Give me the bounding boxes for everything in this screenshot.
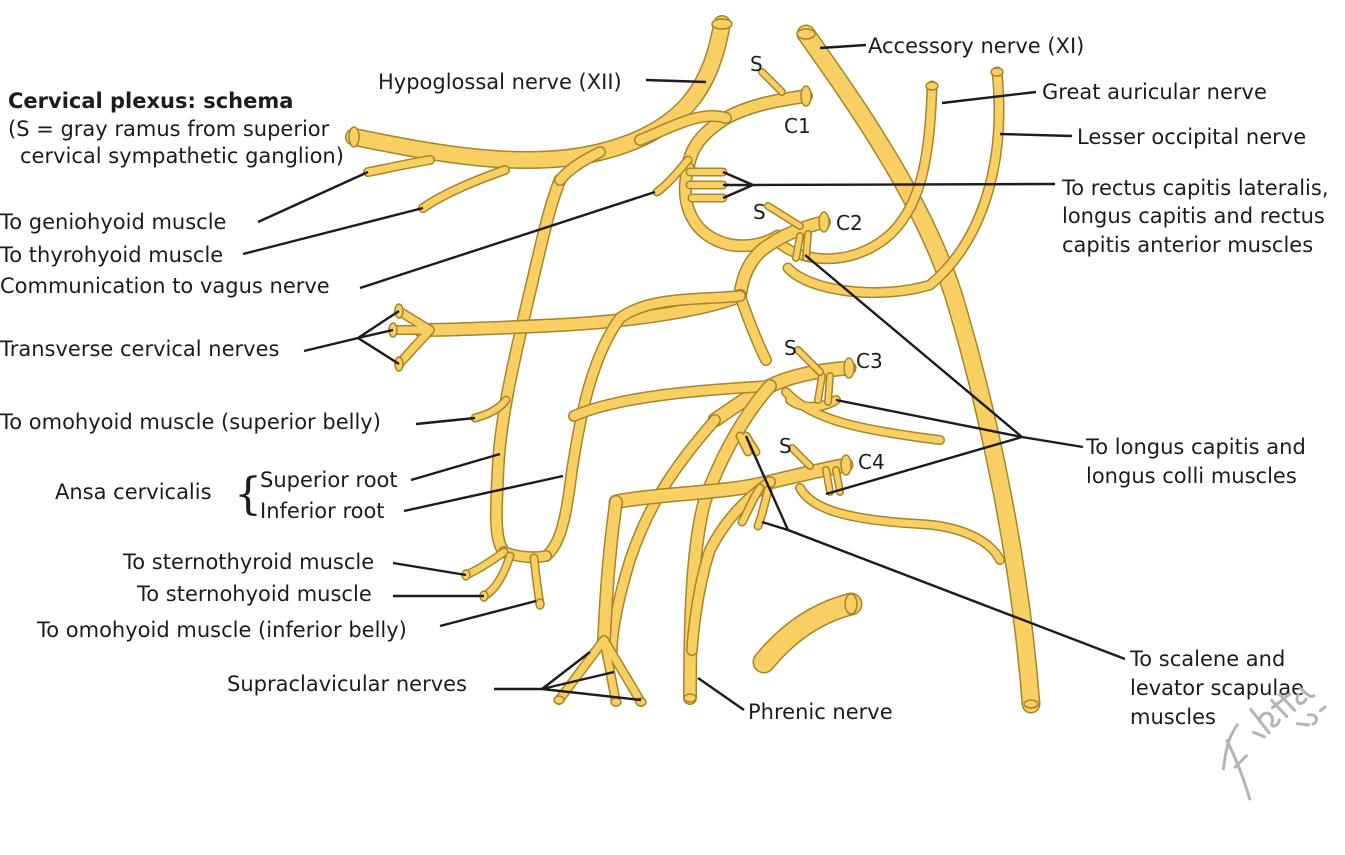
c1-to-hypoglossal (634, 110, 732, 146)
lesser-occipital-nerve (782, 66, 1005, 299)
artist-signature (1221, 686, 1327, 801)
label-inferior-root: Inferior root (260, 499, 385, 523)
subclavian-fragment (752, 592, 863, 674)
inferior-root (540, 290, 746, 562)
label-scalene-line1: To scalene and (1129, 647, 1285, 671)
label-great-auricular: Great auricular nerve (1042, 80, 1267, 104)
superior-root-origin (554, 146, 606, 186)
c2-root (733, 215, 831, 303)
label-accessory: Accessory nerve (XI) (868, 34, 1084, 58)
sternothyroid-branch (461, 547, 509, 580)
label-thyrohyoid: To thyrohyoid muscle (0, 243, 223, 267)
label-longus-line1: To longus capitis and (1085, 435, 1306, 459)
root-label-s3: S (784, 336, 797, 360)
label-longus-line2: longus colli muscles (1086, 464, 1297, 488)
leader-omohyoid-sup (415, 416, 476, 426)
c3-to-supraclavicular (606, 414, 721, 656)
label-phrenic: Phrenic nerve (748, 700, 893, 724)
label-transverse: Transverse cervical nerves (0, 337, 279, 361)
superior-root (489, 173, 567, 559)
c3-muscle-twigs (814, 372, 834, 406)
diagram-subtitle-line1: (S = gray ramus from superior (8, 117, 330, 141)
label-hypoglossal: Hypoglossal nerve (XII) (378, 70, 622, 94)
diagram-title: Cervical plexus: schema (8, 89, 293, 113)
leader-omohyoid-inf (439, 599, 537, 628)
label-sternohyoid: To sternohyoid muscle (136, 582, 372, 606)
leader-vagus (359, 190, 656, 290)
leader-sternothyroid (392, 561, 467, 577)
root-label-s1: S (750, 52, 763, 76)
ansa-brace: { (234, 469, 262, 520)
c4-muscle-twigs (822, 466, 844, 496)
labels: Cervical plexus: schema (S = gray ramus … (0, 34, 1329, 729)
label-rectus-line1: To rectus capitis lateralis, (1061, 176, 1329, 200)
supraclavicular-trunk (597, 495, 623, 647)
root-label-s4: S (779, 434, 792, 458)
c2-to-c3-connector (734, 290, 772, 366)
supraclavicular-branches (554, 635, 646, 707)
leader-inferior-root (403, 474, 564, 513)
label-lesser-occipital: Lesser occipital nerve (1077, 125, 1306, 149)
root-label-c2: C2 (836, 211, 863, 235)
s-ramus-2 (764, 202, 804, 230)
thyrohyoid-branch (418, 165, 510, 213)
leader-accessory (819, 43, 867, 50)
c4-root (608, 457, 854, 510)
leader-lines (242, 43, 1126, 711)
leader-transverse (303, 309, 400, 366)
leader-superior-root (410, 452, 501, 482)
c1-muscle-twigs (685, 167, 728, 203)
root-label-c4: C4 (858, 450, 885, 474)
leader-great-auricular (941, 90, 1037, 105)
label-rectus-line2: longus capitis and rectus (1062, 204, 1325, 228)
leader-scalene (744, 435, 1126, 661)
label-sternothyroid: To sternothyroid muscle (122, 550, 374, 574)
leader-thyrohyoid (242, 206, 424, 256)
c4-lower-twigs (795, 483, 1005, 565)
label-scalene-line3: muscles (1130, 705, 1216, 729)
root-label-s2: S (753, 200, 766, 224)
s-ramus-3 (794, 346, 824, 376)
label-rectus-line3: capitis anterior muscles (1062, 233, 1313, 257)
transverse-cervical (413, 289, 747, 337)
label-omohyoid-inf: To omohyoid muscle (inferior belly) (36, 618, 407, 642)
c2-muscle-twigs (792, 230, 812, 262)
omohyoid-sup-branch (470, 395, 511, 423)
c4-to-phrenic (686, 476, 776, 656)
label-scalene-line2: levator scapulae (1130, 676, 1304, 700)
transverse-branches (388, 306, 435, 369)
label-omohyoid-sup: To omohyoid muscle (superior belly) (0, 410, 381, 434)
leader-phrenic (697, 677, 745, 711)
leader-lesser-occipital (999, 132, 1073, 138)
c3-to-ansa (568, 380, 776, 422)
leader-rectus (722, 170, 1056, 200)
label-supraclavicular: Supraclavicular nerves (227, 672, 467, 696)
nerve-cut-ends (348, 18, 1039, 709)
nerve-illustration (345, 15, 1041, 714)
label-vagus: Communication to vagus nerve (0, 274, 330, 298)
root-label-c3: C3 (856, 349, 883, 373)
s-ramus-1 (758, 68, 786, 96)
accessory-nerve (796, 24, 1041, 714)
geniohyoid-branch (363, 155, 435, 177)
leader-hypoglossal (645, 78, 707, 84)
label-geniohyoid: To geniohyoid muscle (0, 210, 226, 234)
label-superior-root: Superior root (260, 468, 398, 492)
s-ramus-4 (788, 444, 814, 470)
label-ansa-cervicalis: Ansa cervicalis (55, 480, 212, 504)
leader-geniohyoid (257, 170, 369, 224)
root-label-c1: C1 (784, 114, 811, 138)
vagus-communication (652, 155, 693, 197)
diagram-subtitle-line2: cervical sympathetic ganglion) (20, 144, 344, 168)
scalene-twigs (737, 483, 773, 531)
leader-longus (804, 254, 1084, 496)
leader-supraclavicular (494, 651, 642, 702)
omohyoid-inf-branch (529, 553, 545, 609)
